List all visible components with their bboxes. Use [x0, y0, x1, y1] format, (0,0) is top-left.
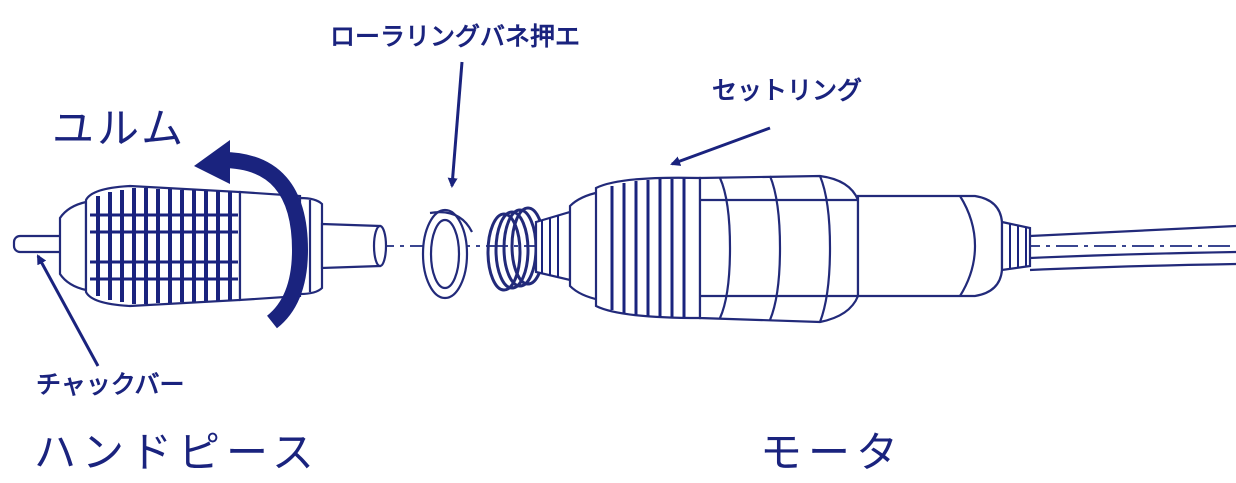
- loosen-rotation-arrow: [194, 140, 309, 329]
- handpiece-part: [12, 184, 388, 308]
- roller-ring-part: [421, 208, 473, 300]
- chuck-bar-arrow: [36, 254, 100, 367]
- motor-label: モータ: [760, 428, 905, 477]
- motor-cord: [1029, 224, 1236, 272]
- roller-ring-spring-press-label: ローラリングバネ押エ: [330, 22, 581, 51]
- grip-ridges: [96, 188, 232, 304]
- set-ring-arrow: [670, 126, 771, 166]
- handpiece-label: ハンドピース: [34, 428, 320, 477]
- motor-part: [534, 174, 1032, 324]
- chuck-bar-label: チャックバー: [36, 370, 185, 399]
- roller-ring-arrow: [447, 61, 464, 188]
- set-ring-label: セットリング: [712, 76, 863, 105]
- spring-part: [486, 206, 546, 292]
- loosen-label: ユルム: [52, 104, 187, 153]
